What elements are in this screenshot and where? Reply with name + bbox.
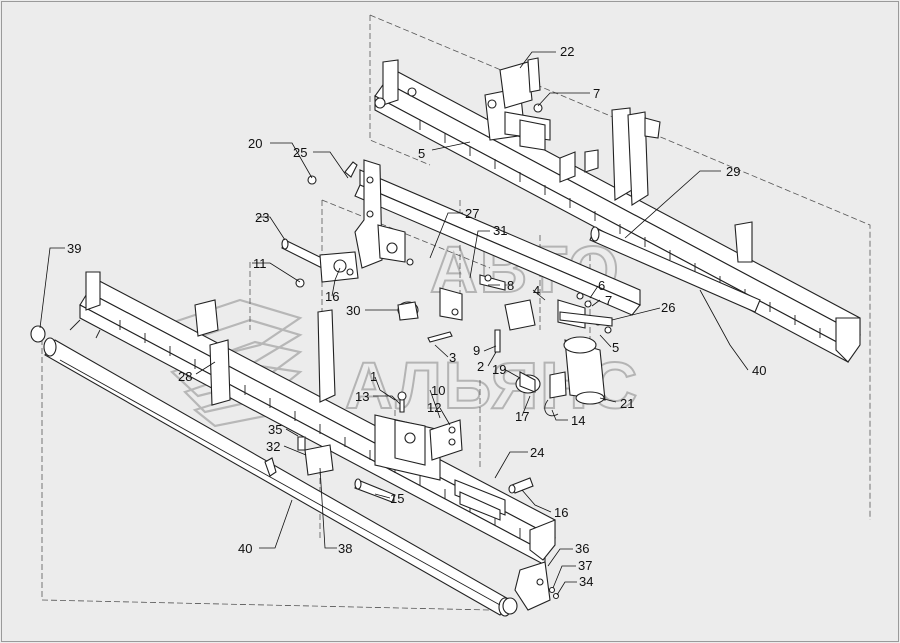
lower-roller-tube: [30, 325, 518, 617]
lower-frame-beam: [69, 271, 560, 611]
callout-34: 34: [579, 574, 593, 589]
callout-24: 24: [530, 445, 544, 460]
callout-14: 14: [571, 413, 585, 428]
callout-35: 35: [268, 422, 282, 437]
callout-9: 9: [473, 343, 480, 358]
callout-7: 7: [593, 86, 600, 101]
callout-37: 37: [578, 558, 592, 573]
callout-25: 25: [293, 145, 307, 160]
callout-28: 28: [178, 369, 192, 384]
callout-38: 38: [338, 541, 352, 556]
leader-lines: [39, 51, 749, 596]
callout-20: 20: [248, 136, 262, 151]
callout-17: 17: [515, 409, 529, 424]
callout-labels: 22 7 5 29 20 25 27 31 23 39 11 16 8 4 6 …: [67, 44, 766, 589]
callout-32: 32: [266, 439, 280, 454]
callout-39: 39: [67, 241, 81, 256]
callout-16: 16: [325, 289, 339, 304]
middle-frame-beam: [354, 159, 641, 316]
callout-12: 12: [427, 400, 441, 415]
callout-29: 29: [726, 164, 740, 179]
callout-21: 21: [620, 396, 634, 411]
callout-16: 16: [554, 505, 568, 520]
callout-23: 23: [255, 210, 269, 225]
callout-4: 4: [533, 283, 540, 298]
callout-13: 13: [355, 389, 369, 404]
callout-10: 10: [431, 383, 445, 398]
callout-6: 6: [598, 278, 605, 293]
callout-27: 27: [465, 206, 479, 221]
callout-26: 26: [661, 300, 675, 315]
callout-8: 8: [507, 278, 514, 293]
callout-19: 19: [492, 362, 506, 377]
callout-11: 11: [253, 256, 267, 271]
callout-40: 40: [238, 541, 252, 556]
callout-5: 5: [418, 146, 425, 161]
top-bracket-assembly: [484, 57, 551, 151]
callout-1: 1: [370, 369, 377, 384]
callout-3: 3: [449, 350, 456, 365]
callout-36: 36: [575, 541, 589, 556]
callout-22: 22: [560, 44, 574, 59]
callout-7: 7: [605, 293, 612, 308]
callout-15: 15: [390, 491, 404, 506]
middle-fasteners: [281, 161, 613, 413]
callout-2: 2: [477, 359, 484, 374]
callout-5: 5: [612, 340, 619, 355]
callout-30: 30: [346, 303, 360, 318]
callout-31: 31: [493, 223, 507, 238]
callout-40: 40: [752, 363, 766, 378]
